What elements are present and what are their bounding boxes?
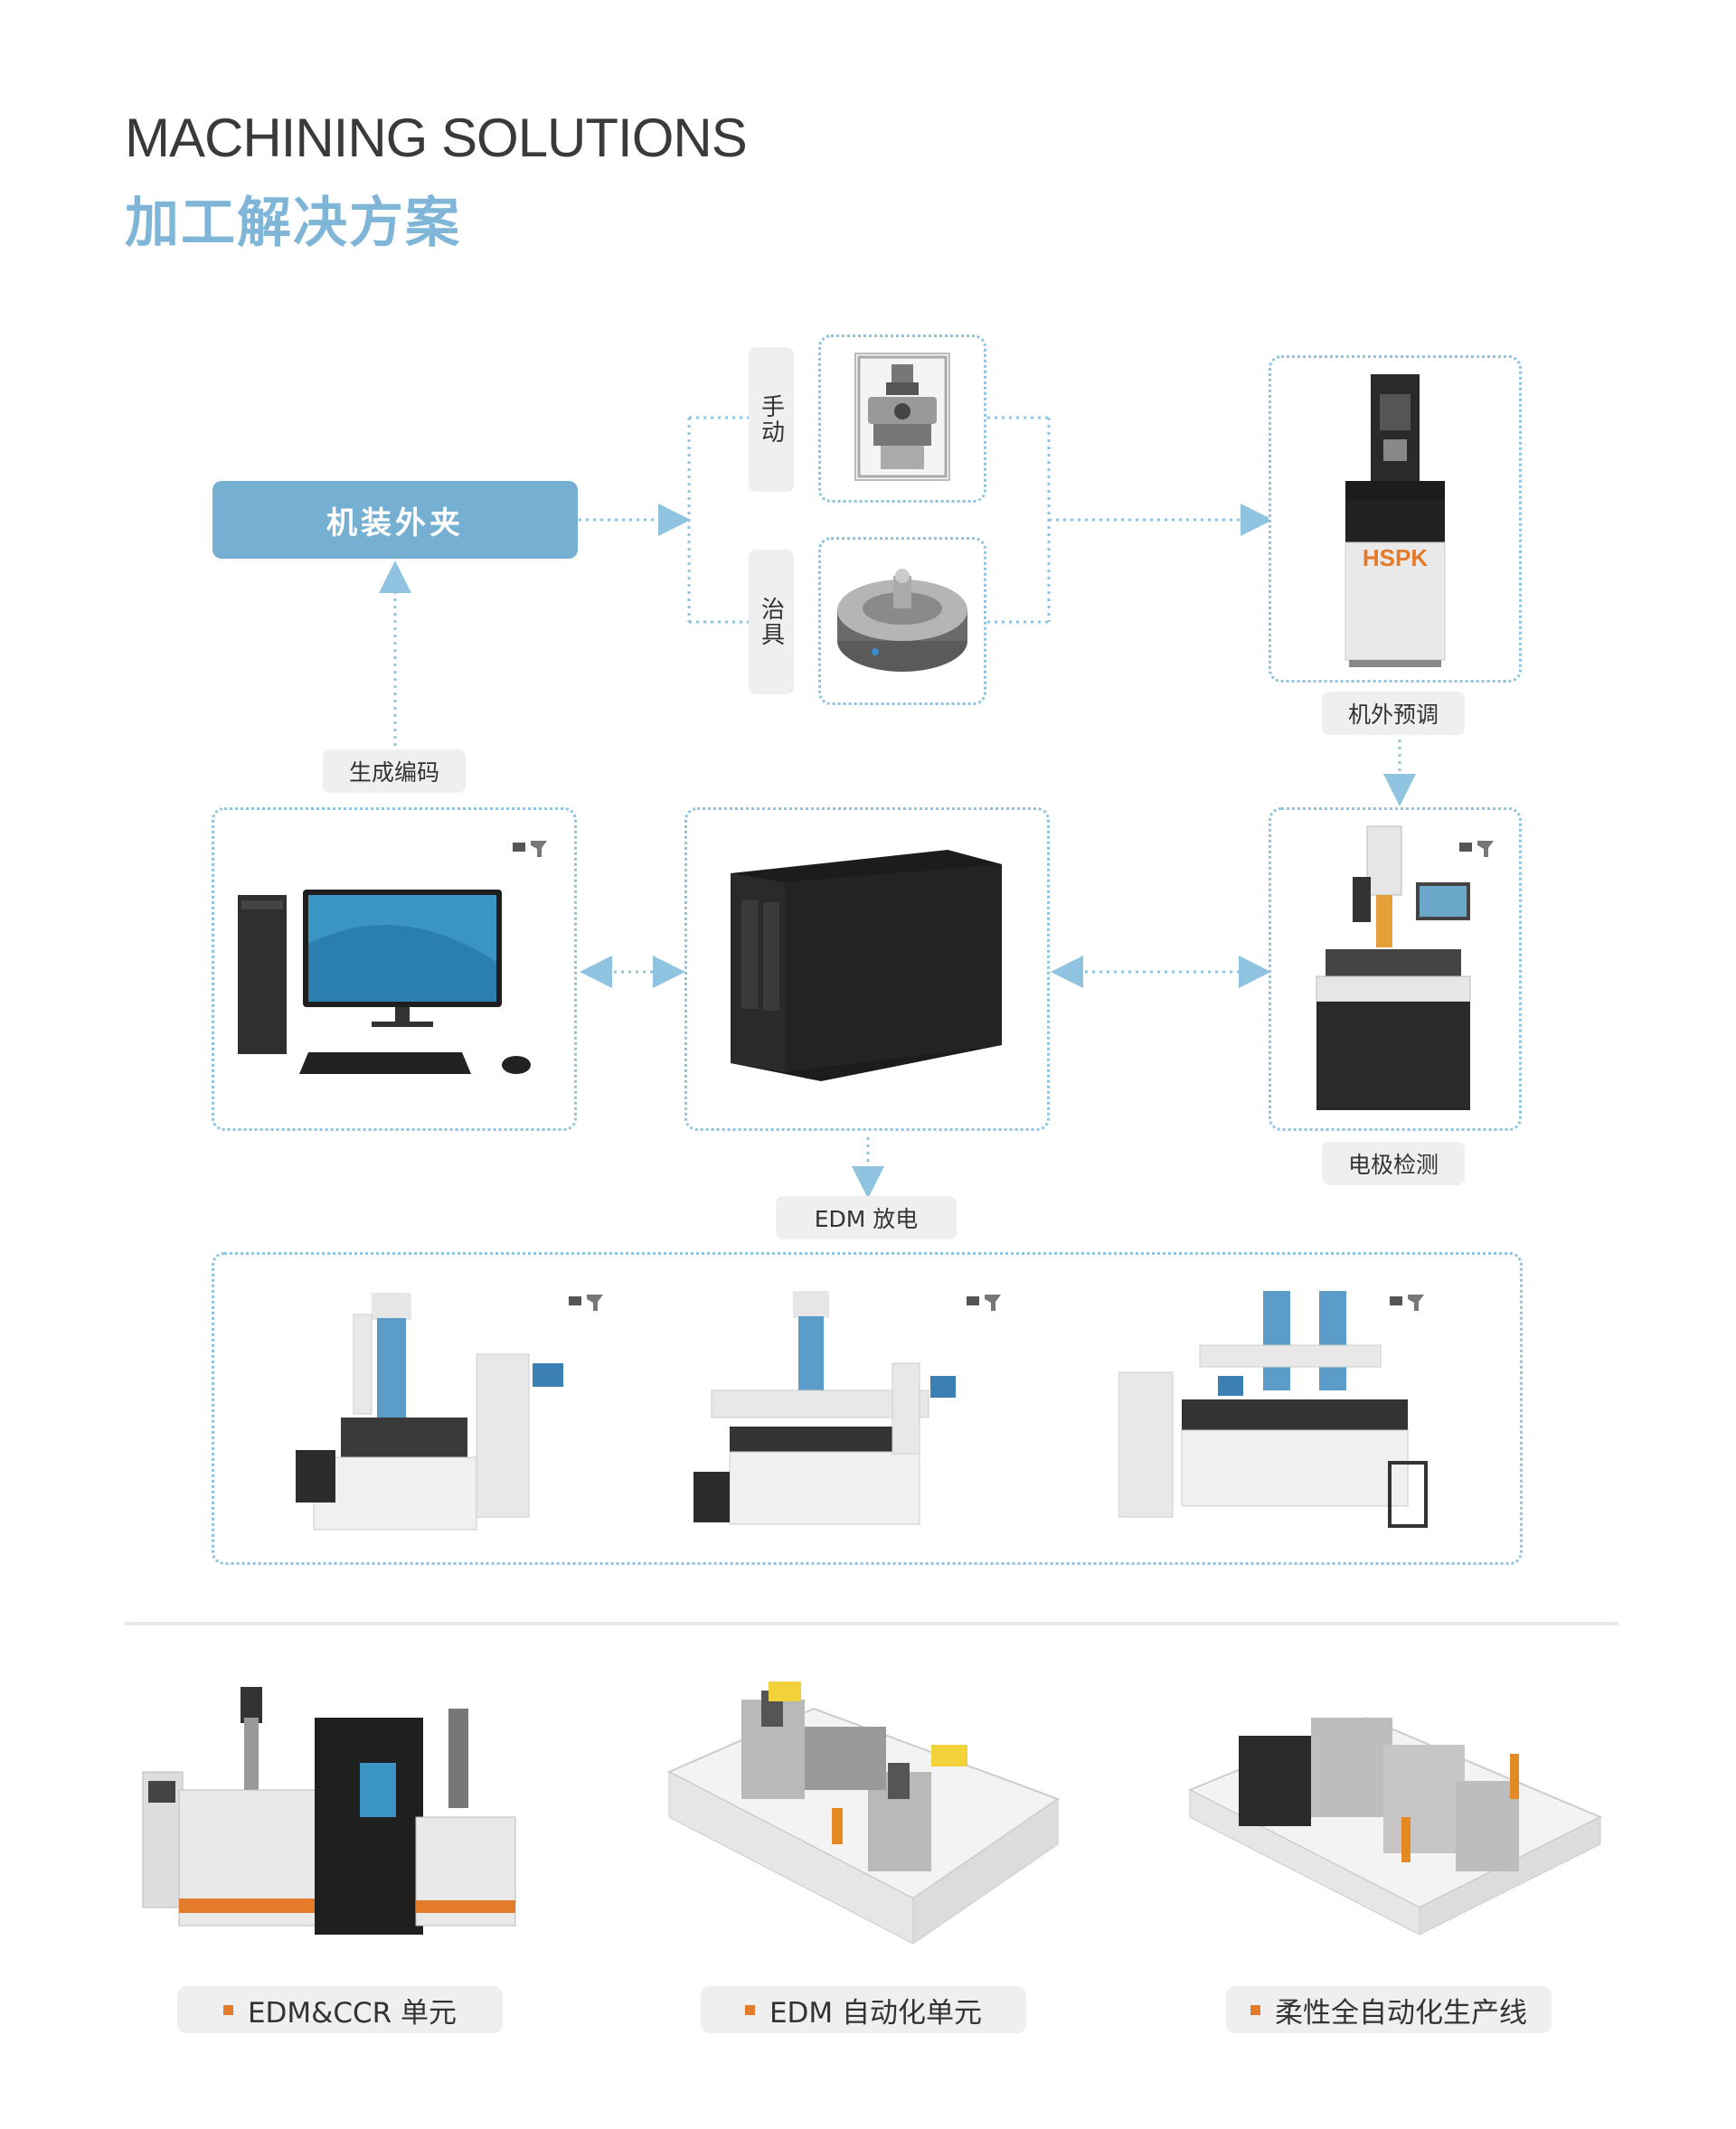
server-box xyxy=(684,807,1050,1131)
step-edm: EDM 放电 xyxy=(776,1196,957,1239)
bullet-icon xyxy=(744,2004,755,2015)
option-tab-manual: 手动 xyxy=(749,347,794,492)
main-step-button: 机装外夹 xyxy=(212,481,578,559)
step-offline-preset: 机外预调 xyxy=(1322,692,1465,735)
section-divider xyxy=(125,1622,1618,1625)
computer-workstation-icon xyxy=(238,890,531,1074)
fixture-chuck-icon xyxy=(837,569,967,672)
manual-chuck-box xyxy=(818,334,986,503)
option-tab-fixture: 治具 xyxy=(749,550,794,694)
solution-label: EDM 自动化单元 xyxy=(769,1996,983,2030)
cmm-box xyxy=(1269,807,1522,1131)
solution-label: 柔性全自动化生产线 xyxy=(1275,1996,1527,2030)
option-label-manual: 手动 xyxy=(757,394,785,445)
manual-chuck-icon xyxy=(854,353,950,481)
presetter-brand: HSPK xyxy=(1363,544,1428,571)
page-title-en: MACHINING SOLUTIONS xyxy=(125,108,748,168)
edm-machine-icon xyxy=(296,1293,563,1531)
edm-machine-icon xyxy=(693,1291,956,1525)
option-label-fixture: 治具 xyxy=(757,597,785,647)
step-generate-code: 生成编码 xyxy=(323,749,466,793)
barcode-scanner-icon xyxy=(1388,1291,1428,1313)
presetter-machine-icon: HSPK xyxy=(1344,374,1446,667)
edm-machines-box xyxy=(212,1252,1523,1565)
solution-caption-edm-automation: EDM 自动化单元 xyxy=(701,1986,1026,2033)
solution-caption-flexible-line: 柔性全自动化生产线 xyxy=(1226,1986,1552,2033)
barcode-scanner-icon xyxy=(511,837,551,859)
solution-caption-edm-ccr: EDM&CCR 单元 xyxy=(177,1986,503,2033)
nas-server-icon xyxy=(731,850,1002,1081)
step-electrode-inspection: 电极检测 xyxy=(1322,1142,1465,1185)
bullet-icon xyxy=(222,2004,233,2015)
page-title-cn: 加工解决方案 xyxy=(125,192,461,255)
edm-ccr-cell-icon xyxy=(142,1687,516,1935)
computer-box xyxy=(212,807,577,1131)
barcode-scanner-icon xyxy=(1458,837,1497,859)
edm-automation-cell-icon xyxy=(666,1682,1061,1944)
flexible-production-line-icon xyxy=(1187,1716,1603,1936)
bullet-icon xyxy=(1250,2004,1260,2015)
barcode-scanner-icon xyxy=(567,1291,607,1313)
edm-machine-icon xyxy=(1118,1291,1428,1528)
barcode-scanner-icon xyxy=(965,1291,1005,1313)
presetter-box: HSPK xyxy=(1269,355,1522,683)
solution-label: EDM&CCR 单元 xyxy=(247,1996,458,2030)
electrode-inspection-machine-icon xyxy=(1316,825,1471,1110)
fixture-chuck-box xyxy=(818,537,986,705)
